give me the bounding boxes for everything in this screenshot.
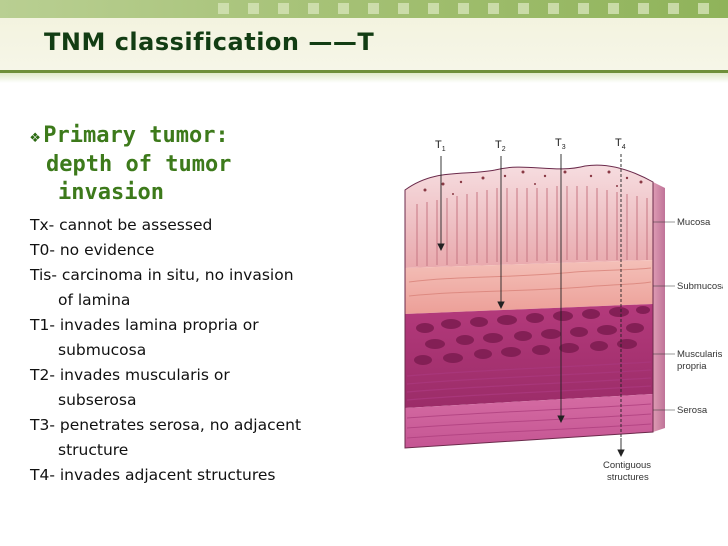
heading-line-2: depth of tumor (46, 152, 232, 177)
diamond-bullet-icon: ❖ (30, 127, 41, 147)
label-muscularis: Muscularis (677, 349, 723, 360)
label-propria: propria (677, 361, 707, 372)
classification-list: Tx- cannot be assessed T0- no evidence T… (30, 213, 400, 488)
title-rule (0, 70, 728, 73)
heading-line-1: Primary tumor: (43, 123, 229, 148)
title-rule-shadow (0, 73, 728, 83)
stage-label-t3: T3 (555, 137, 566, 151)
stage-label-t4: T4 (615, 137, 626, 151)
heading-line-3: invasion (58, 180, 164, 205)
tissue-block (404, 164, 665, 449)
top-decorative-band (0, 0, 728, 18)
label-submucosa: Submucosa (677, 281, 723, 292)
list-item-tx: Tx- cannot be assessed (30, 216, 213, 234)
tissue-side-face (653, 182, 665, 432)
label-serosa: Serosa (677, 405, 708, 416)
label-contiguous: Contiguous (603, 460, 651, 471)
submucosa-layer (405, 260, 653, 314)
depth-lines (437, 154, 625, 458)
label-structures: structures (607, 472, 649, 483)
list-item-t0: T0- no evidence (30, 241, 155, 259)
stage-label-t1: T1 (435, 139, 446, 153)
band-squares (208, 0, 728, 18)
list-item-t4: T4- invades adjacent structures (30, 466, 276, 484)
mucosa-layer (405, 165, 653, 268)
muscularis-layer (405, 304, 653, 408)
slide-content: ❖Primary tumor: depth of tumor invasion … (30, 122, 400, 488)
slide-title: TNM classification ——T (44, 28, 375, 56)
label-mucosa: Mucosa (677, 217, 711, 228)
stage-label-t2: T2 (495, 139, 506, 153)
heading: ❖Primary tumor: depth of tumor invasion (30, 122, 400, 207)
tumor-depth-figure: T1 T2 T3 T4 Mucosa Submucosa Muscularis … (404, 137, 723, 483)
title-bar (0, 18, 728, 70)
stage-labels: T1 T2 T3 T4 (435, 137, 626, 153)
